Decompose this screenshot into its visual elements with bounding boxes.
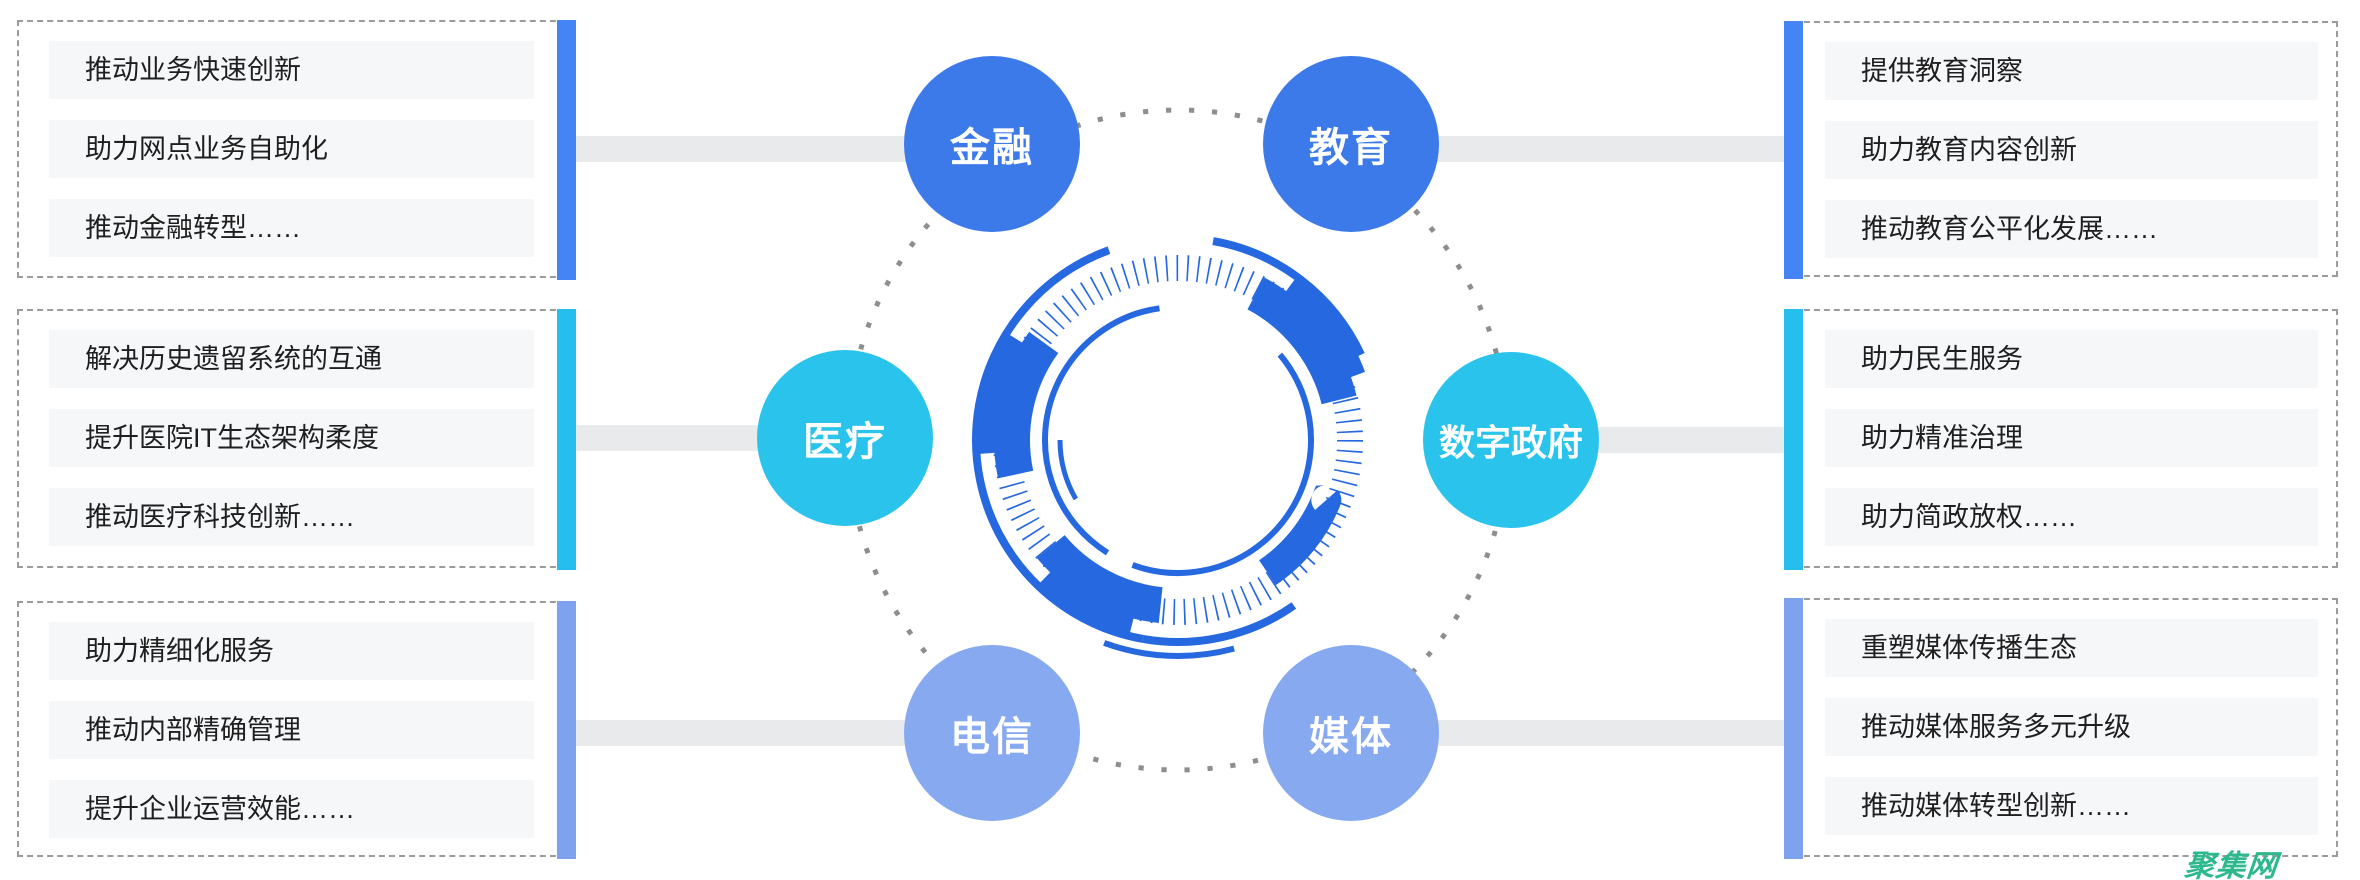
benefit-item: 推动媒体服务多元升级	[1825, 698, 2318, 756]
benefit-panel-healthcare: 解决历史遗留系统的互通 提升医院IT生态架构柔度 推动医疗科技创新……	[17, 309, 576, 570]
sector-node-media: 媒体	[1263, 645, 1439, 821]
benefit-item: 提供教育洞察	[1825, 42, 2318, 100]
benefit-panel-telecom: 助力精细化服务 推动内部精确管理 提升企业运营效能……	[17, 601, 576, 859]
watermark: 聚集网	[2182, 850, 2280, 880]
benefit-item: 推动教育公平化发展……	[1825, 200, 2318, 258]
sector-label: 金融	[950, 126, 1034, 170]
benefit-item: 推动金融转型……	[49, 199, 534, 257]
benefit-item: 重塑媒体传播生态	[1825, 619, 2318, 677]
benefit-item: 提升企业运营效能……	[49, 780, 534, 838]
benefit-item: 解决历史遗留系统的互通	[49, 330, 534, 388]
benefit-item: 提升医院IT生态架构柔度	[49, 409, 534, 467]
benefit-panel-finance: 推动业务快速创新 助力网点业务自助化 推动金融转型……	[17, 20, 576, 280]
sector-node-government: 数字政府	[1423, 352, 1599, 528]
panel-accent-bar	[1784, 598, 1803, 859]
benefit-item: 助力教育内容创新	[1825, 121, 2318, 179]
sector-label: 媒体	[1309, 715, 1393, 759]
block-arc	[979, 241, 1377, 639]
panel-accent-bar	[557, 601, 576, 859]
benefit-panel-government: 助力民生服务 助力精准治理 助力简政放权……	[1784, 309, 2338, 570]
sector-label: 电信	[950, 715, 1034, 759]
block-arc	[1003, 265, 1353, 615]
benefit-item: 助力民生服务	[1825, 330, 2318, 388]
sector-label: 医疗	[803, 420, 887, 464]
benefit-item: 推动医疗科技创新……	[49, 488, 534, 546]
benefit-panel-media: 重塑媒体传播生态 推动媒体服务多元升级 推动媒体转型创新……	[1784, 598, 2338, 859]
benefit-item: 助力精准治理	[1825, 409, 2318, 467]
panel-accent-bar	[1784, 309, 1803, 570]
panel-accent-bar	[557, 20, 576, 280]
benefit-panel-education: 提供教育洞察 助力教育内容创新 推动教育公平化发展……	[1784, 21, 2338, 279]
block-arc	[979, 241, 1377, 639]
sector-node-finance: 金融	[904, 56, 1080, 232]
panel-accent-bar	[1784, 21, 1803, 279]
block-arc	[979, 241, 1377, 639]
inner-ring	[1057, 319, 1299, 561]
panel-accent-bar	[557, 309, 576, 570]
outer-arc	[972, 234, 1385, 646]
inner-ring	[1042, 304, 1314, 576]
block-arc	[994, 256, 1362, 624]
sector-label: 教育	[1309, 126, 1393, 170]
sector-node-healthcare: 医疗	[757, 350, 933, 526]
benefit-item: 推动业务快速创新	[49, 41, 534, 99]
outer-arc	[972, 233, 1384, 646]
benefit-item: 助力精细化服务	[49, 622, 534, 680]
sector-label: 数字政府	[1438, 422, 1583, 463]
benefit-item: 推动内部精确管理	[49, 701, 534, 759]
outer-arc	[959, 221, 1397, 659]
sector-node-telecom: 电信	[904, 645, 1080, 821]
sector-node-education: 教育	[1263, 56, 1439, 232]
benefit-item: 推动媒体转型创新……	[1825, 777, 2318, 835]
tick-ring	[993, 255, 1363, 625]
benefit-item: 助力网点业务自助化	[49, 120, 534, 178]
benefit-item: 助力简政放权……	[1825, 488, 2318, 546]
